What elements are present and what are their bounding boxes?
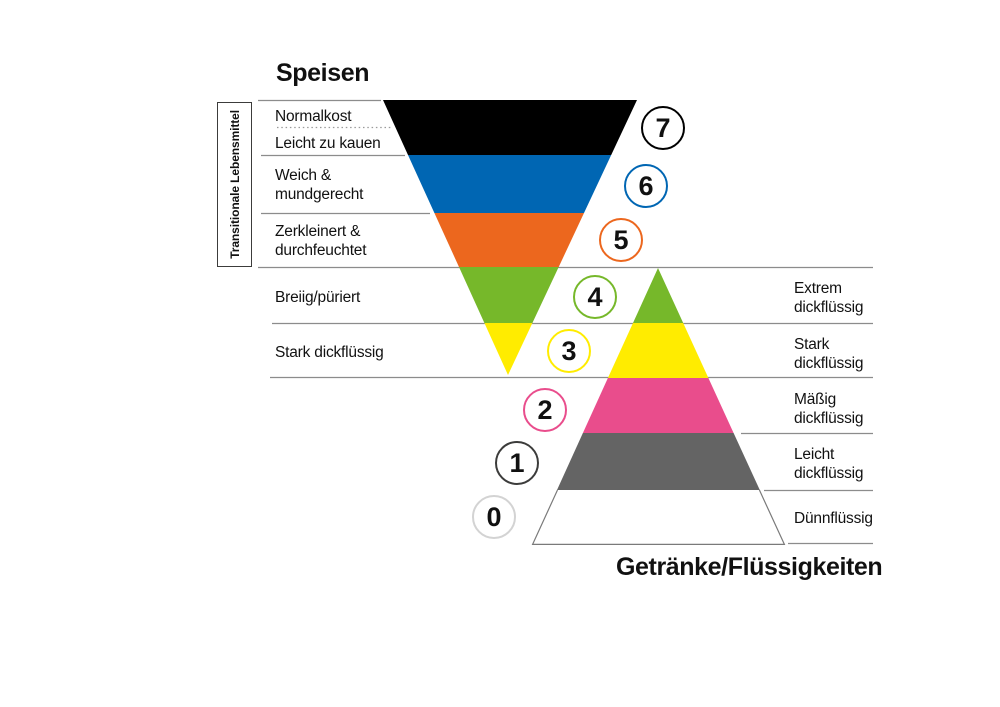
separator-lines bbox=[258, 99, 873, 545]
drink-label-leicht-dickfluessig: Leicht dickflüssig bbox=[794, 446, 864, 482]
level-0-circle: 0 bbox=[472, 495, 516, 539]
food-label-breiig-pueriert: Breiig/püriert bbox=[275, 289, 361, 306]
getraenke-triangle bbox=[531, 268, 786, 545]
speisen-level4-band bbox=[459, 267, 559, 323]
drinks-level0-band bbox=[532, 490, 785, 545]
level-4-circle: 4 bbox=[573, 275, 617, 319]
drinks-level2-band bbox=[582, 378, 734, 433]
food-label-stark-dickfluessig: Stark dickflüssig bbox=[275, 344, 384, 361]
food-label-weich-mundgerecht: Weich & mundgerecht bbox=[275, 167, 364, 203]
drink-label-maessig-dickfluessig: Mäßig dickflüssig bbox=[794, 391, 864, 427]
drinks-level0-outline bbox=[531, 489, 786, 545]
transitional-foods-label: Transitionale Lebensmittel bbox=[227, 110, 242, 259]
food-label-zerkleinert-durchfeuchtet: Zerkleinert & durchfeuchtet bbox=[275, 223, 367, 259]
drinks-level3-band bbox=[607, 323, 709, 378]
getraenke-title: Getränke/Flüssigkeiten bbox=[616, 553, 883, 581]
level-3-circle: 3 bbox=[547, 329, 591, 373]
drink-label-duennfluessig: Dünnflüssig bbox=[794, 510, 873, 527]
food-label-normalkost: Normalkost bbox=[275, 108, 352, 125]
speisen-title: Speisen bbox=[276, 59, 370, 87]
level-5-circle: 5 bbox=[599, 218, 643, 262]
drink-label-stark-dickfluessig: Stark dickflüssig bbox=[794, 336, 864, 372]
drink-label-extrem-dickfluessig: Extrem dickflüssig bbox=[794, 280, 864, 316]
level-6-circle: 6 bbox=[624, 164, 668, 208]
food-label-leicht-zu-kauen: Leicht zu kauen bbox=[275, 135, 381, 152]
drinks-level1-band bbox=[557, 433, 760, 490]
speisen-level6-band bbox=[408, 155, 612, 213]
level-1-circle: 1 bbox=[495, 441, 539, 485]
speisen-level3-band bbox=[484, 323, 533, 375]
drinks-level4-band bbox=[633, 268, 684, 323]
speisen-level5-band bbox=[434, 213, 584, 267]
level-7-circle: 7 bbox=[641, 106, 685, 150]
speisen-triangle bbox=[383, 100, 637, 375]
speisen-level7-band bbox=[383, 100, 637, 155]
transitional-foods-bracket: Transitionale Lebensmittel bbox=[217, 102, 252, 267]
level-2-circle: 2 bbox=[523, 388, 567, 432]
